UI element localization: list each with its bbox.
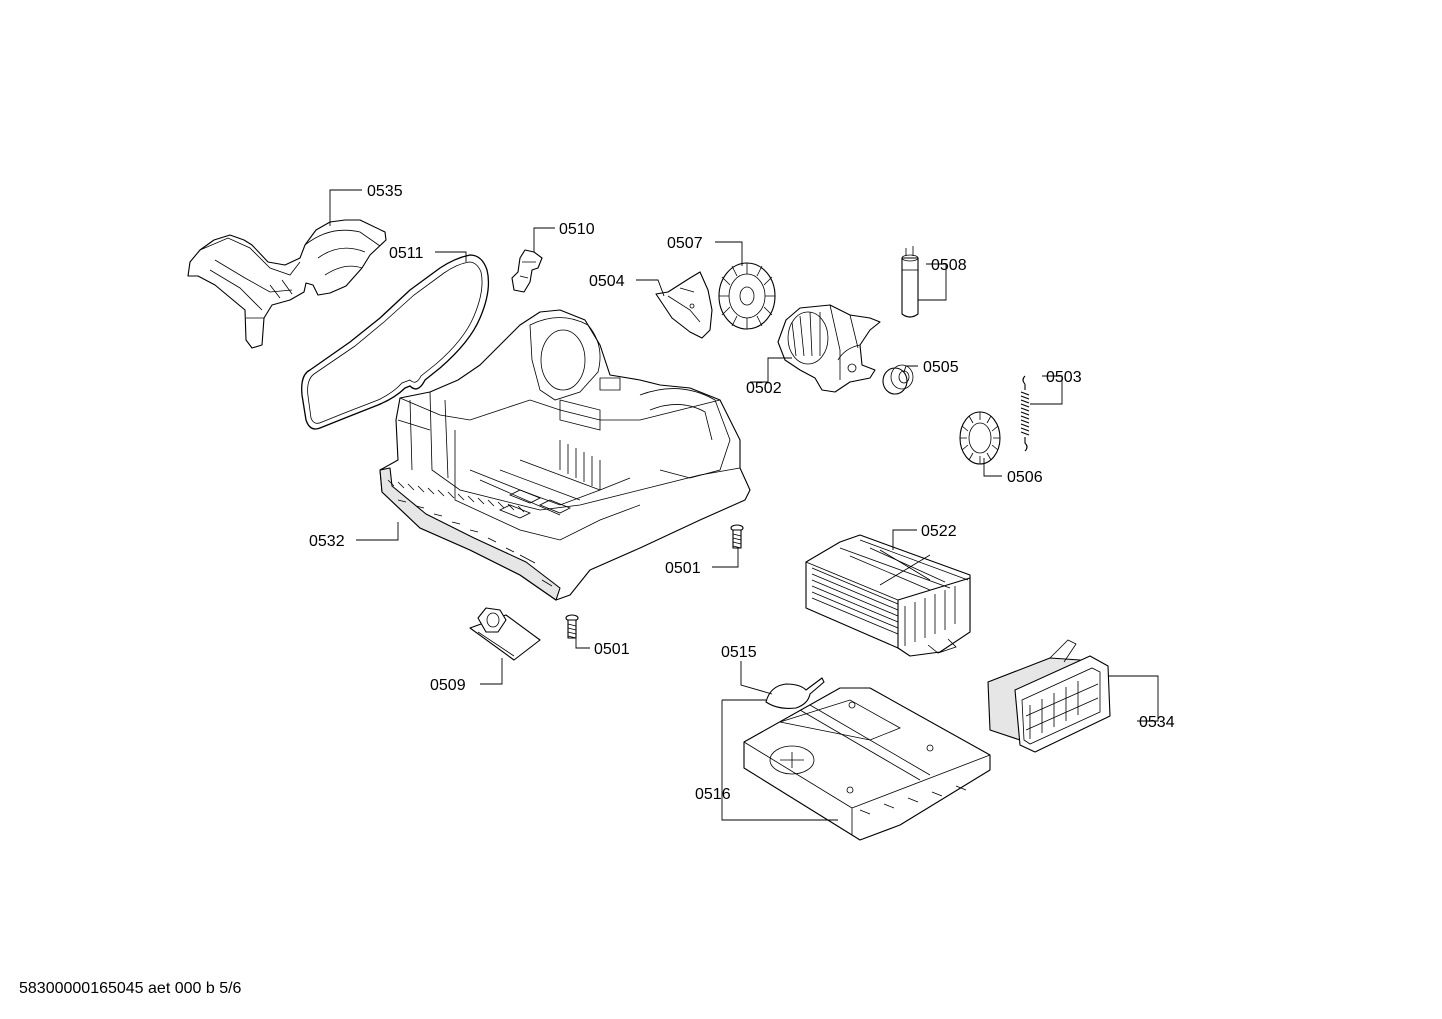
callout-0511: 0511 (389, 245, 424, 262)
part-0511-seal (301, 254, 490, 430)
callout-0510: 0510 (559, 221, 595, 238)
callout-0505: 0505 (923, 359, 959, 376)
callout-0504: 0504 (589, 273, 625, 290)
part-0506-small-fan (959, 411, 1001, 465)
part-0507-fan-wheel (718, 262, 776, 330)
callout-0534: 0534 (1139, 714, 1175, 731)
callout-0501-upper: 0501 (665, 560, 701, 577)
callout-0535: 0535 (367, 183, 403, 200)
callout-0516: 0516 (695, 786, 731, 803)
part-0501-screw-upper (730, 524, 744, 549)
callout-0509: 0509 (430, 677, 466, 694)
callout-0532: 0532 (309, 533, 345, 550)
part-0503-spring (1020, 375, 1030, 452)
part-0532-base-housing (379, 309, 751, 601)
part-0504-cover-plate (655, 271, 713, 339)
part-0522-heat-exchanger (805, 534, 971, 657)
callout-0503: 0503 (1046, 369, 1082, 386)
part-0516-condensate-tray (743, 687, 991, 841)
callout-0501-lower: 0501 (594, 641, 630, 658)
callout-0507: 0507 (667, 235, 703, 252)
callout-0508: 0508 (931, 257, 967, 274)
part-0534-filter-frame (987, 639, 1111, 753)
callout-labels: 0535 0510 0511 0507 0504 0508 0505 0502 … (309, 183, 1175, 803)
document-code: 58300000165045 aet 000 b 5/6 (19, 980, 242, 997)
callout-0522: 0522 (921, 523, 957, 540)
part-0502-motor (777, 304, 881, 393)
leader-lines (329, 189, 1159, 821)
part-0508-capacitor (901, 246, 919, 318)
callout-0502: 0502 (746, 380, 782, 397)
part-0505-bearing (882, 364, 914, 395)
callout-0515: 0515 (721, 644, 757, 661)
callout-0506: 0506 (1007, 469, 1043, 486)
part-0510-clip (511, 249, 543, 293)
part-0515-float (765, 677, 825, 709)
part-0501-screw-lower (565, 614, 579, 639)
part-0509-bracket (469, 607, 541, 661)
part-0535-air-duct (187, 219, 387, 349)
